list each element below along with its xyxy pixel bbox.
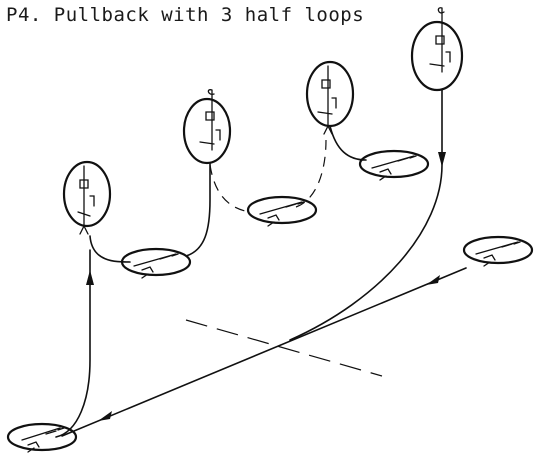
ground-axis-line [61,267,467,437]
helicopter-flat-end [462,235,534,267]
flight-path-final-descent [289,89,443,341]
helicopter-flat-3 [246,195,318,227]
center-dashed-line [185,319,383,377]
ground-arrow-near [98,411,112,421]
helicopter-flat-4 [358,149,430,181]
flight-path-dashed-dive [209,164,251,213]
flight-path-loop-1 [89,235,131,263]
diagram-title: P4. Pullback with 3 half loops [6,4,365,26]
helicopter-vertical-1 [62,160,112,235]
helicopter-flat-2 [120,247,192,279]
helicopter-flat-start [6,422,78,453]
flight-path-loop-2 [185,162,211,257]
flight-path-dashed-climb [295,139,327,208]
helicopter-vertical-4 [410,7,464,92]
helicopter-vertical-3 [305,60,355,135]
descent-arrow [438,152,446,167]
flight-path-loop-3 [329,125,367,161]
ground-arrow-far [426,275,440,285]
helicopter-vertical-2 [182,89,232,165]
climb-arrow [86,270,94,285]
flight-path-entry-climb [55,249,91,438]
